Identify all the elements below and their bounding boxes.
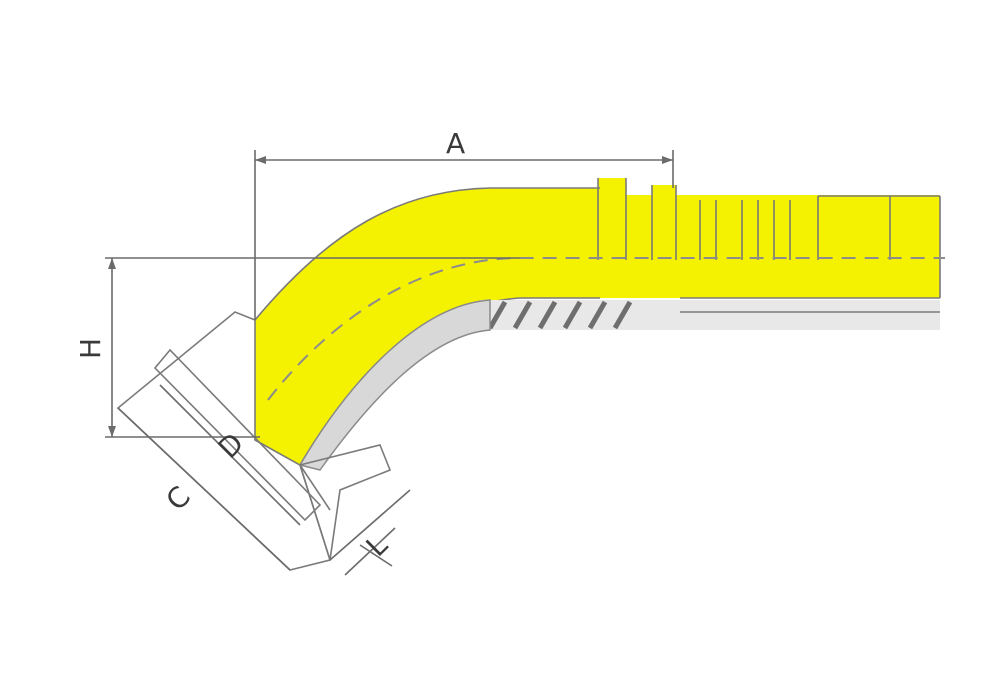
dimension-l: L: [329, 489, 411, 576]
bent-thread: [298, 299, 491, 471]
collar-ring-1: [598, 178, 626, 260]
flange-outline: [116, 311, 392, 571]
nut-line: [299, 464, 331, 511]
thread-section: [298, 297, 940, 471]
collar-ring-2: [652, 185, 676, 260]
outer-curve: [254, 187, 600, 321]
dimension-h: H: [74, 257, 520, 438]
label-h: H: [74, 338, 107, 359]
label-c: C: [160, 480, 197, 517]
flange-inner: [153, 348, 322, 522]
nut-end: [298, 444, 392, 561]
label-a: A: [446, 127, 465, 160]
body-outlines: [254, 178, 941, 466]
hose-tail: [595, 195, 940, 298]
thread-band: [480, 300, 940, 330]
dimension-a: A: [254, 127, 674, 320]
flange-plate: [116, 311, 332, 571]
